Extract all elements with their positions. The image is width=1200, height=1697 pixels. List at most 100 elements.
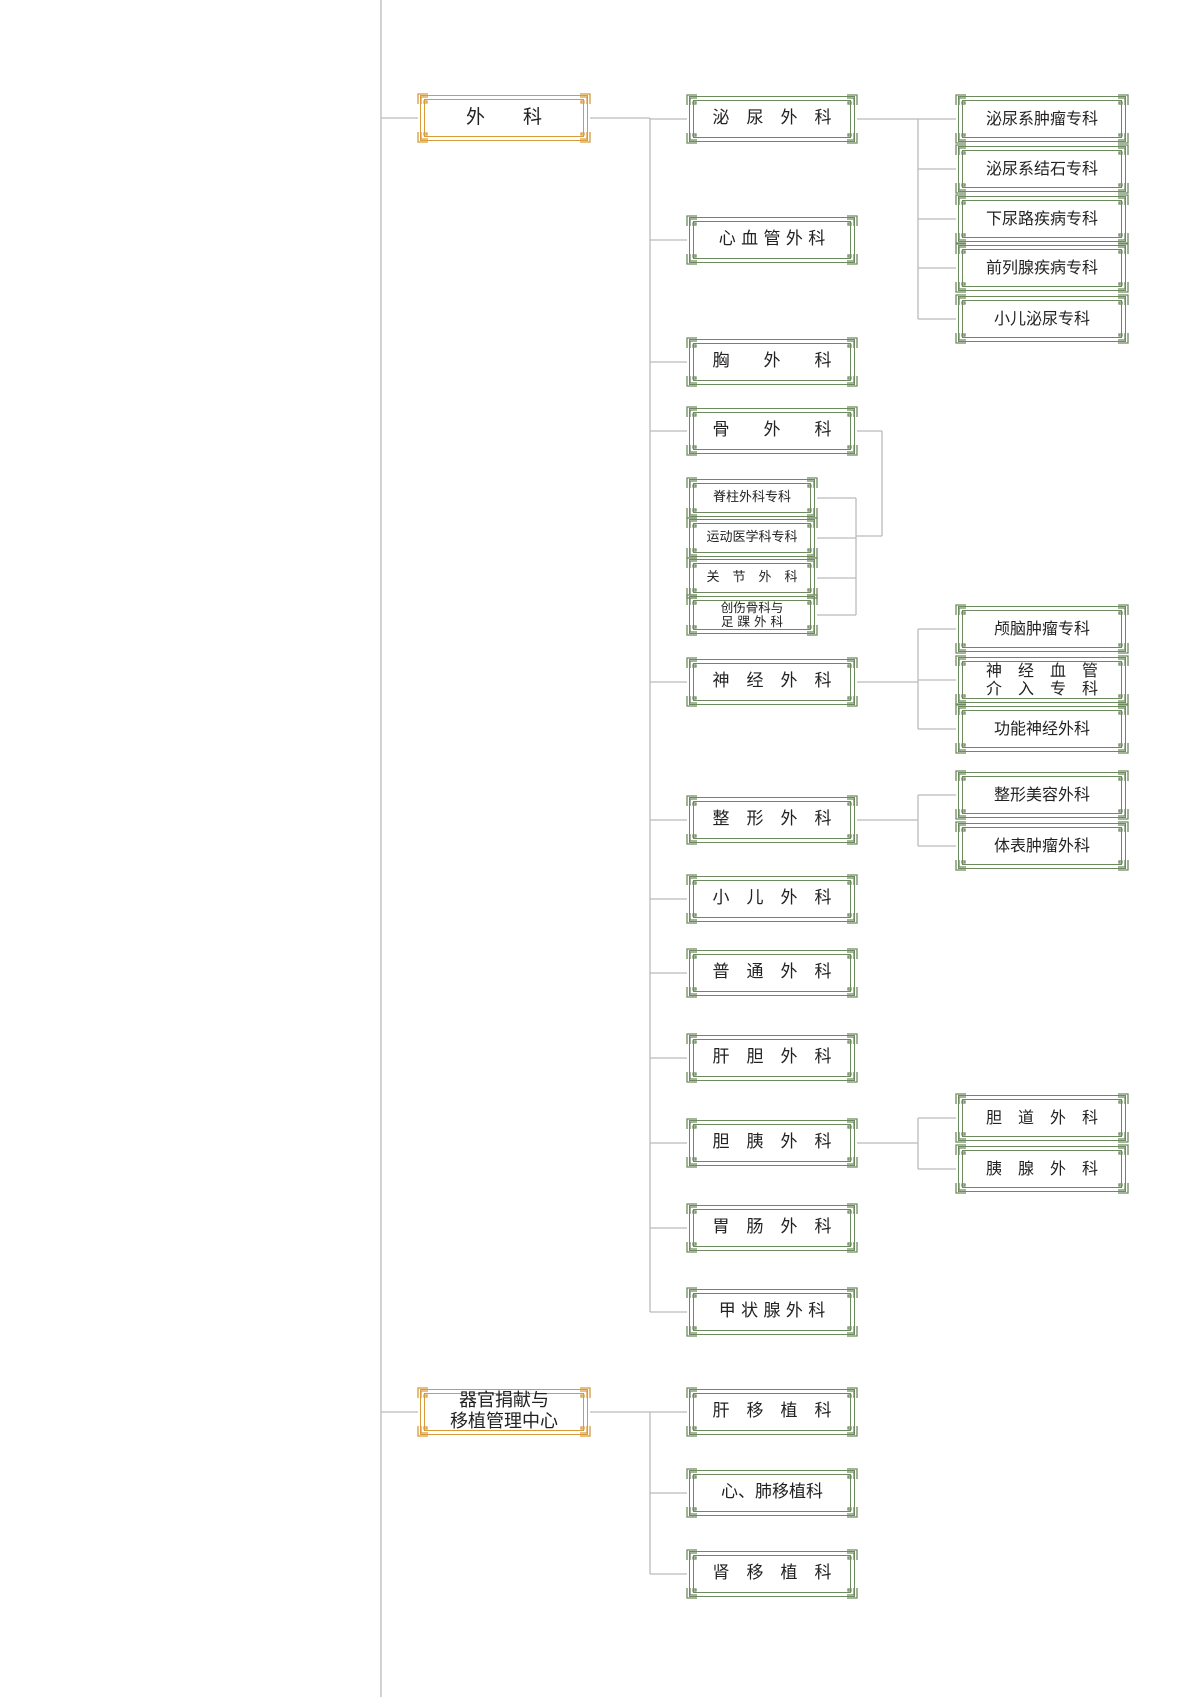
corner-ornament-icon	[955, 1093, 966, 1104]
corner-ornament-icon	[955, 233, 966, 244]
corner-ornament-icon	[686, 445, 697, 456]
box-label: 小 儿 外 科	[712, 888, 832, 909]
box-label: 脊柱外科专科	[712, 489, 791, 505]
corner-ornament-icon	[847, 406, 858, 417]
corner-ornament-icon	[686, 1118, 697, 1129]
corner-ornament-icon	[686, 1387, 697, 1398]
corner-ornament-icon	[847, 1549, 858, 1560]
specialty-box-orthopedics: 运动医学科专科	[686, 517, 818, 559]
corner-ornament-icon	[955, 144, 966, 155]
corner-ornament-icon	[1118, 694, 1129, 705]
department-box-neurosurgery: 神 经 外 科	[686, 657, 858, 707]
corner-ornament-icon	[847, 1507, 858, 1518]
box-label: 泌 尿 外 科	[712, 108, 832, 129]
corner-ornament-icon	[847, 948, 858, 959]
corner-ornament-icon	[686, 1468, 697, 1479]
specialty-box-urology: 小儿泌尿专科	[955, 294, 1129, 344]
corner-ornament-icon	[417, 1387, 428, 1398]
corner-ornament-icon	[580, 132, 591, 143]
box-label: 颅脑肿瘤专科	[993, 618, 1090, 638]
department-box-cardiovascular: 心 血 管 外 科	[686, 215, 858, 265]
corner-ornament-icon	[1118, 1183, 1129, 1194]
box-label: 骨 外 科	[712, 420, 832, 441]
corner-ornament-icon	[955, 294, 966, 305]
corner-ornament-icon	[955, 704, 966, 715]
corner-ornament-icon	[580, 93, 591, 104]
corner-ornament-icon	[847, 1157, 858, 1168]
corner-ornament-icon	[686, 376, 697, 387]
corner-ornament-icon	[686, 254, 697, 265]
corner-ornament-icon	[580, 1426, 591, 1437]
corner-ornament-icon	[807, 557, 818, 568]
corner-ornament-icon	[686, 594, 697, 605]
corner-ornament-icon	[686, 1287, 697, 1298]
corner-ornament-icon	[686, 1426, 697, 1437]
corner-ornament-icon	[686, 1326, 697, 1337]
box-label: 功能神经外科	[993, 718, 1090, 738]
department-box-pediatric: 小 儿 外 科	[686, 874, 858, 924]
corner-ornament-icon	[847, 1033, 858, 1044]
corner-ornament-icon	[955, 655, 966, 666]
box-label: 胰 腺 外 科	[985, 1158, 1098, 1178]
box-label: 创伤骨科与 足 踝 外 科	[720, 599, 784, 629]
corner-ornament-icon	[1118, 94, 1129, 105]
department-box-orthopedics: 骨 外 科	[686, 406, 858, 456]
corner-ornament-icon	[686, 874, 697, 885]
department-box-heart_lung_tx: 心、肺移植科	[686, 1468, 858, 1518]
corner-ornament-icon	[686, 696, 697, 707]
corner-ornament-icon	[686, 1157, 697, 1168]
corner-ornament-icon	[847, 795, 858, 806]
corner-ornament-icon	[686, 795, 697, 806]
corner-ornament-icon	[847, 874, 858, 885]
department-box-urology: 泌 尿 外 科	[686, 94, 858, 144]
box-label: 肾 移 植 科	[712, 1563, 832, 1584]
corner-ornament-icon	[686, 557, 697, 568]
box-label: 肝 移 植 科	[712, 1401, 832, 1422]
department-box-thoracic: 胸 外 科	[686, 337, 858, 387]
box-label: 神 经 外 科	[712, 671, 832, 692]
specialty-box-urology: 下尿路疾病专科	[955, 194, 1129, 244]
box-label: 外 科	[465, 106, 542, 129]
corner-ornament-icon	[955, 809, 966, 820]
corner-ornament-icon	[1118, 233, 1129, 244]
corner-ornament-icon	[1118, 655, 1129, 666]
corner-ornament-icon	[1118, 860, 1129, 871]
specialty-box-orthopedics: 关 节 外 科	[686, 557, 818, 599]
specialty-box-orthopedics: 创伤骨科与 足 踝 外 科	[686, 594, 818, 636]
department-box-biliary_pancreatic: 胆 胰 外 科	[686, 1118, 858, 1168]
corner-ornament-icon	[847, 1468, 858, 1479]
corner-ornament-icon	[1118, 133, 1129, 144]
corner-ornament-icon	[955, 94, 966, 105]
corner-ornament-icon	[955, 770, 966, 781]
specialty-box-neurosurgery: 颅脑肿瘤专科	[955, 604, 1129, 654]
corner-ornament-icon	[847, 696, 858, 707]
corner-ornament-icon	[807, 477, 818, 488]
specialty-box-urology: 泌尿系结石专科	[955, 144, 1129, 194]
corner-ornament-icon	[955, 333, 966, 344]
box-label: 前列腺疾病专科	[985, 257, 1098, 277]
specialty-box-plastic: 体表肿瘤外科	[955, 821, 1129, 871]
corner-ornament-icon	[686, 1033, 697, 1044]
corner-ornament-icon	[1118, 243, 1129, 254]
corner-ornament-icon	[1118, 704, 1129, 715]
corner-ornament-icon	[1118, 809, 1129, 820]
corner-ornament-icon	[580, 1387, 591, 1398]
corner-ornament-icon	[417, 93, 428, 104]
corner-ornament-icon	[1118, 1144, 1129, 1155]
box-label: 胆 道 外 科	[985, 1107, 1098, 1127]
corner-ornament-icon	[955, 243, 966, 254]
corner-ornament-icon	[686, 625, 697, 636]
box-label: 体表肿瘤外科	[993, 835, 1090, 855]
corner-ornament-icon	[955, 183, 966, 194]
corner-ornament-icon	[1118, 821, 1129, 832]
box-label: 甲 状 腺 外 科	[718, 1301, 826, 1322]
box-label: 下尿路疾病专科	[985, 208, 1098, 228]
corner-ornament-icon	[847, 376, 858, 387]
corner-ornament-icon	[955, 282, 966, 293]
corner-ornament-icon	[847, 1118, 858, 1129]
corner-ornament-icon	[686, 657, 697, 668]
corner-ornament-icon	[847, 254, 858, 265]
specialty-box-urology: 前列腺疾病专科	[955, 243, 1129, 293]
specialty-box-neurosurgery: 功能神经外科	[955, 704, 1129, 754]
